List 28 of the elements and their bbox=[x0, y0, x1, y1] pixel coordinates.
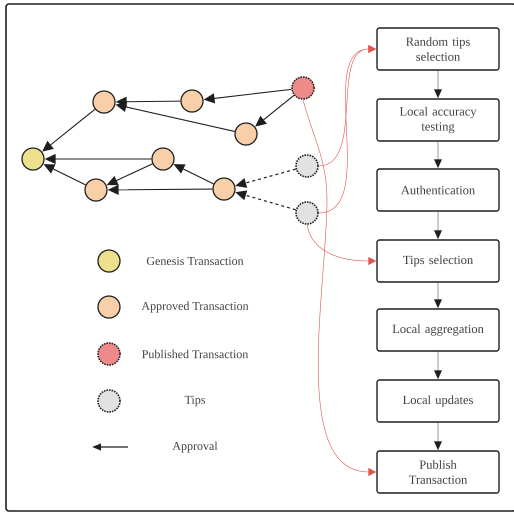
process-box: Random tips selection bbox=[376, 27, 500, 71]
published-transaction-circle bbox=[291, 76, 315, 100]
process-box: Authentication bbox=[376, 168, 500, 212]
approved-transaction-circle bbox=[234, 122, 258, 146]
tip-circle bbox=[295, 154, 319, 178]
tip-circle bbox=[295, 201, 319, 225]
arrow bbox=[434, 142, 442, 168]
genesis-transaction-circle bbox=[21, 147, 45, 171]
approved-transaction-circle bbox=[84, 178, 108, 202]
legend-label: Genesis Transaction bbox=[146, 256, 244, 266]
process-box: Local accuracy testing bbox=[376, 98, 500, 142]
legend-label: Published Transaction bbox=[142, 350, 248, 358]
process-box: Tips selection bbox=[376, 239, 500, 283]
approved-transaction-circle bbox=[180, 89, 204, 113]
approved-transaction-circle bbox=[92, 90, 116, 114]
arrow bbox=[434, 422, 442, 450]
approved-transaction-circle bbox=[151, 147, 175, 171]
legend-label: Approval bbox=[172, 442, 218, 452]
arrow bbox=[434, 212, 442, 239]
process-box: Publish Transaction bbox=[376, 450, 500, 494]
legend-label: Tips bbox=[184, 396, 206, 406]
process-box: Local aggregation bbox=[376, 308, 500, 352]
legend-label: Approved Transaction bbox=[142, 302, 248, 312]
process-box: Local updates bbox=[376, 379, 500, 423]
arrow bbox=[434, 70, 442, 98]
approved-transaction-circle bbox=[212, 177, 236, 201]
arrow bbox=[434, 282, 442, 308]
arrow bbox=[434, 352, 442, 380]
